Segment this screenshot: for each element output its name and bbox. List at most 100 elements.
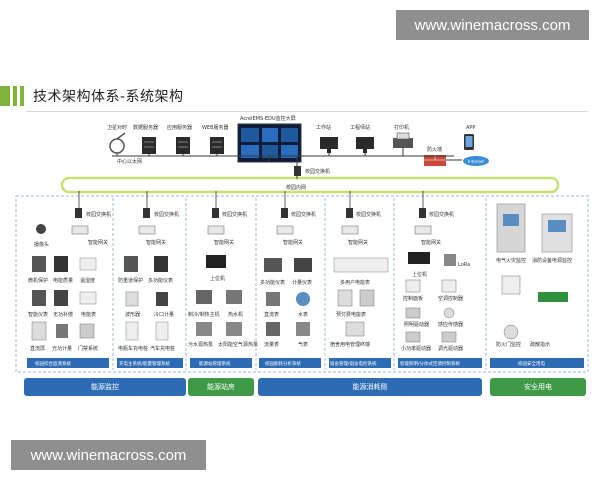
thermo-icon — [79, 257, 97, 271]
category-bar-energy-station: 能源站房 — [188, 378, 254, 396]
svg-text:门禁系统: 门禁系统 — [78, 345, 98, 352]
gateway-icon — [276, 225, 294, 235]
prepaid-meter-icon — [337, 289, 353, 307]
camera-icon — [36, 224, 46, 234]
label-campus-switch: 校园交换机 — [305, 168, 330, 175]
ac-controller-icon — [441, 279, 457, 293]
dc-meter-icon — [266, 292, 280, 306]
svg-text:直流表: 直流表 — [264, 311, 279, 318]
svg-text:无功补偿: 无功补偿 — [53, 311, 73, 318]
water-heater-icon — [226, 290, 242, 304]
sewage-pump-icon — [196, 322, 212, 336]
fire-monitor-cabinet-icon — [496, 203, 526, 253]
server-icon — [142, 137, 156, 154]
pv-meter-icon — [56, 324, 68, 338]
svg-text:校园安全用电: 校园安全用电 — [518, 360, 545, 367]
svg-text:制冷/制热主机: 制冷/制热主机 — [188, 311, 220, 318]
power-monitor-cabinet-icon — [541, 213, 573, 253]
multi-meter-icon — [264, 258, 282, 272]
column-5-switch: 校园交换机 智能网关 — [341, 208, 381, 246]
host-pc-icon — [408, 252, 430, 264]
ebike-charger-icon — [125, 321, 139, 341]
svg-text:微机保护: 微机保护 — [28, 277, 48, 284]
column-4-switch: 校园交换机 智能网关 — [276, 208, 316, 246]
column-6-devices: 上位机 LoRa 控制面板 空调控制器 照明驱动器 感应传感器 小功率驱动器 调… — [401, 252, 470, 352]
svg-text:热水机: 热水机 — [228, 311, 243, 318]
svg-text:智能网关: 智能网关 — [88, 239, 108, 246]
water-meter-icon — [296, 292, 310, 306]
power-quality-icon — [54, 256, 68, 272]
svg-text:照明驱动器: 照明驱动器 — [404, 321, 429, 328]
flow-meter-icon — [266, 322, 280, 336]
filter-icon — [125, 291, 139, 307]
category-bar-safety: 安全用电 — [490, 378, 586, 396]
svg-text:智能网关: 智能网关 — [421, 239, 441, 246]
monitor-icon — [356, 137, 374, 153]
column-5-devices: 多用户电能表 预付费电能表 宿舍用电管理终端 — [330, 257, 389, 348]
svg-text:冷口计量: 冷口计量 — [154, 311, 174, 318]
edge-frame — [15, 195, 589, 373]
multi-user-meter-icon — [333, 257, 389, 273]
label-sat: 卫星对时 — [107, 124, 127, 131]
svg-text:计量仪表: 计量仪表 — [292, 279, 312, 286]
column-1-devices: 摄像头 微机保护 电能质量 温湿度 智能仪表 无功补偿 电能表 直流屏 光功计量… — [28, 224, 98, 352]
dc-panel-icon — [31, 321, 47, 341]
capacitor-icon — [54, 290, 68, 306]
label-eng: 工程师站 — [350, 124, 370, 131]
column-3-switch: 校园交换机 智能网关 — [207, 208, 247, 246]
device-sat-icon — [109, 132, 126, 154]
control-panel-icon — [405, 279, 421, 293]
switch-icon — [419, 208, 426, 218]
svg-text:充电主系统/能量管理系统: 充电主系统/能量管理系统 — [119, 360, 171, 367]
label-app: 应用服务器 — [167, 124, 192, 131]
svg-text:太阳能空气源热泵: 太阳能空气源热泵 — [218, 341, 258, 348]
column-2-devices: 防重道保护 多功能仪表 波形器 冷口计量 电瓶车充电桩 汽车充电桩 — [118, 256, 175, 352]
server-icon — [210, 137, 224, 154]
title-row: 技术架构体系-系统架构 — [0, 84, 184, 108]
fire-door-icon — [501, 275, 521, 295]
small-driver-icon — [405, 331, 421, 343]
meter-icon — [32, 290, 46, 306]
gateway-icon — [207, 225, 225, 235]
svg-text:多功能仪表: 多功能仪表 — [148, 277, 173, 284]
svg-text:污水源热泵: 污水源热泵 — [188, 341, 213, 348]
svg-text:智能网关: 智能网关 — [283, 239, 303, 246]
svg-text:智能网关: 智能网关 — [348, 239, 368, 246]
switch-icon — [75, 208, 82, 218]
firewall-icon — [424, 155, 446, 166]
host-pc-icon — [206, 255, 226, 268]
server-icon — [176, 137, 190, 154]
switch-icon — [212, 208, 219, 218]
svg-text:防重道保护: 防重道保护 — [118, 277, 143, 284]
measure-icon — [294, 258, 312, 272]
svg-text:宿舍管理/宿舍电控系统: 宿舍管理/宿舍电控系统 — [330, 360, 377, 367]
svg-text:智能网关: 智能网关 — [214, 239, 234, 246]
label-lan: 中心以太网 — [117, 158, 142, 165]
svg-text:汽车充电桩: 汽车充电桩 — [150, 345, 175, 352]
dimmer-icon — [441, 331, 457, 343]
gateway-icon — [138, 225, 156, 235]
sensor-icon — [443, 307, 455, 319]
title-accent-bar-1 — [0, 86, 10, 106]
column-footers: 校园综合监测系统 充电主系统/能量管理系统 能源站管理系统 校园能耗分析系统 宿… — [27, 358, 584, 368]
column-4-devices: 多功能仪表 计量仪表 直流表 水表 流量表 气表 — [260, 258, 312, 348]
campus-ring — [60, 176, 560, 194]
watermark-top: www.winemacross.com — [396, 10, 589, 40]
cold-meter-icon — [156, 292, 168, 306]
campus-switch-icon — [294, 166, 301, 176]
svg-text:智能仪表: 智能仪表 — [28, 311, 48, 318]
chiller-icon — [196, 290, 212, 304]
svg-text:多用户电能表: 多用户电能表 — [340, 279, 370, 286]
svg-text:防火门监控: 防火门监控 — [496, 341, 521, 348]
svg-text:流量表: 流量表 — [264, 341, 279, 348]
svg-text:温湿度: 温湿度 — [80, 277, 95, 284]
svg-text:宿舍用电管理终端: 宿舍用电管理终端 — [330, 341, 370, 348]
label-wall: AcrelEMS-EDU监控大屏 — [240, 115, 296, 122]
svg-text:疏散指示: 疏散指示 — [530, 341, 550, 348]
svg-text:感应传感器: 感应传感器 — [438, 321, 463, 328]
column-2-switch: 校园交换机 智能网关 — [138, 208, 179, 246]
label-internet: Internet — [468, 159, 484, 164]
switch-icon — [346, 208, 353, 218]
gas-meter-icon — [296, 322, 310, 336]
label-db: 数据服务器 — [133, 124, 158, 131]
